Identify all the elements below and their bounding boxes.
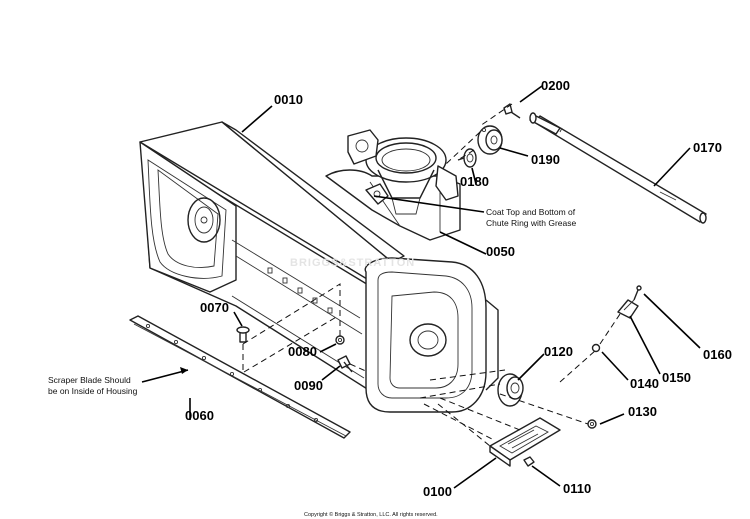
bearing-housing [477, 125, 503, 155]
copyright-text: Copyright © Briggs & Stratton, LLC. All … [304, 511, 438, 518]
auger-shaft [529, 112, 707, 224]
grease-note-line1: Coat Top and Bottom of [486, 207, 576, 217]
callout-0070: 0070 [200, 300, 229, 315]
callout-0100: 0100 [423, 484, 452, 499]
leader-lines [141, 85, 701, 489]
bracket [617, 299, 639, 319]
callout-0150: 0150 [662, 370, 691, 385]
scraper-blade [129, 315, 351, 439]
assembly-lines [242, 103, 621, 447]
callout-0090: 0090 [294, 378, 323, 393]
scraper-note-line1: Scraper Blade Should [48, 375, 131, 385]
flange-bolt [587, 419, 597, 429]
auger-housing [139, 121, 499, 413]
bearing [457, 148, 477, 168]
callout-0170: 0170 [693, 140, 722, 155]
callout-0060: 0060 [185, 408, 214, 423]
screw [633, 285, 642, 301]
callout-0130: 0130 [628, 404, 657, 419]
callout-0180: 0180 [460, 174, 489, 189]
callout-0120: 0120 [544, 344, 573, 359]
note-arrow-icon [180, 367, 188, 374]
scraper-note-line2: be on Inside of Housing [48, 386, 138, 396]
callout-0050: 0050 [486, 244, 515, 259]
skid-nut [523, 456, 535, 467]
callout-0110: 0110 [563, 481, 591, 496]
callout-0190: 0190 [531, 152, 560, 167]
callout-0140: 0140 [630, 376, 659, 391]
grease-note-line2: Chute Ring with Grease [486, 218, 577, 228]
skid-shoe [489, 417, 561, 467]
watermark: BRIGGS&STRATTON [290, 257, 415, 269]
carriage-bolt [236, 326, 250, 343]
callout-0160: 0160 [703, 347, 732, 362]
bolt-0200 [503, 103, 521, 119]
callout-0080: 0080 [288, 344, 317, 359]
callout-0200: 0200 [541, 78, 570, 93]
bearing-flange [497, 373, 524, 407]
lock-nut [591, 343, 601, 353]
callout-0010: 0010 [274, 92, 303, 107]
